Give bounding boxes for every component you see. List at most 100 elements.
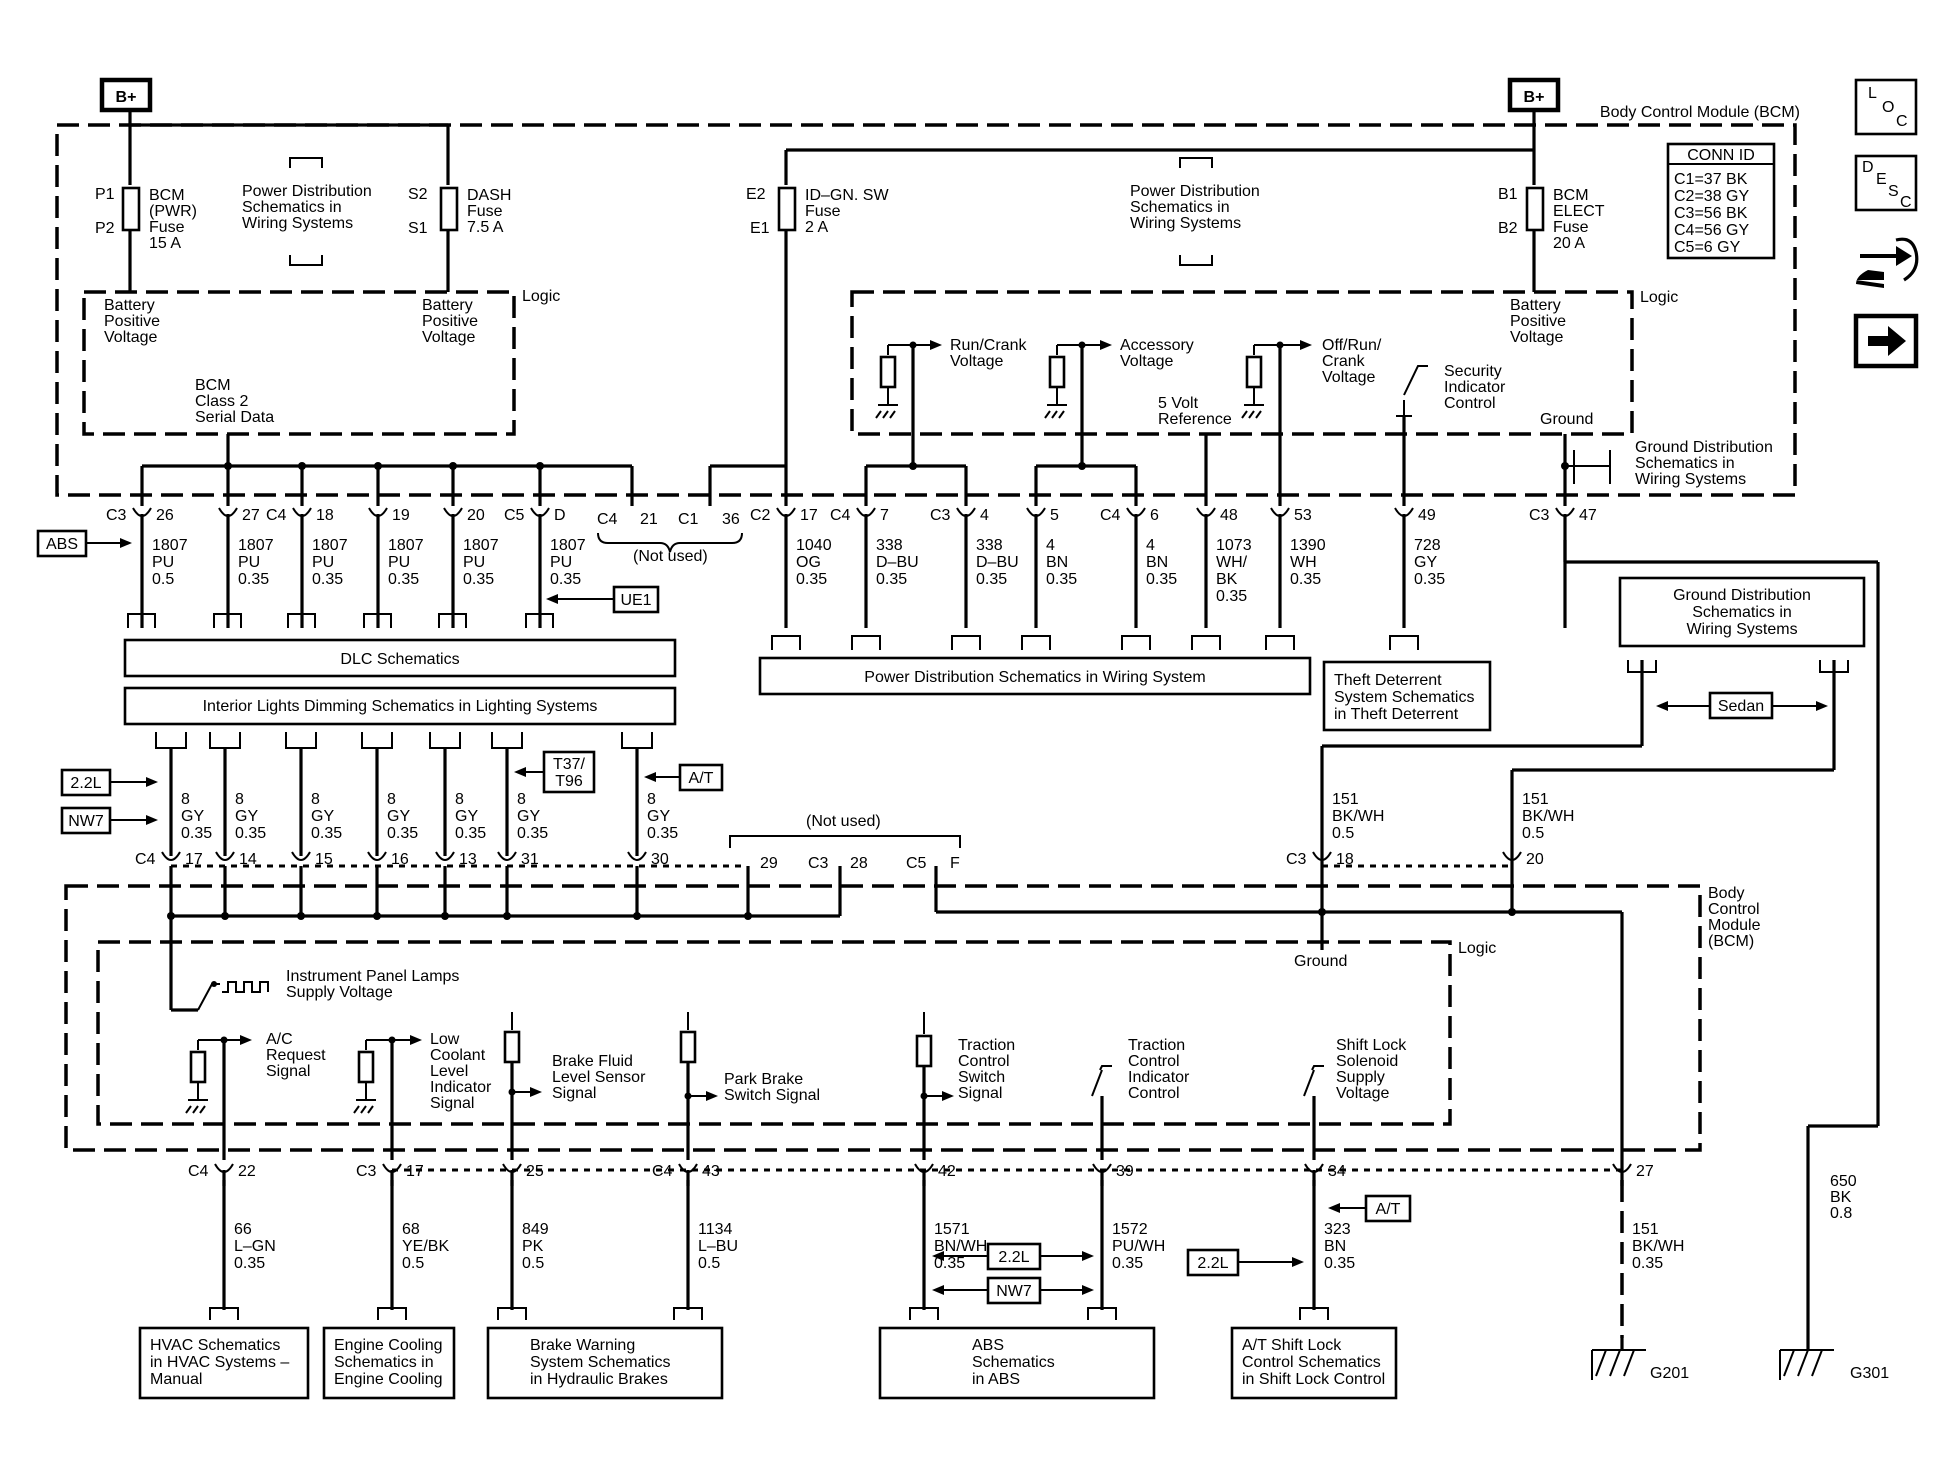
- mid-circuit-label: 151: [1522, 791, 1549, 808]
- conn-id-table: CONN ID C1=37 BK C2=38 GY C3=56 BK C4=56…: [1666, 142, 1776, 260]
- bot-pin-number: 39: [1116, 1163, 1134, 1180]
- svg-text:C: C: [1900, 194, 1912, 211]
- svg-text:in Shift Lock Control: in Shift Lock Control: [1242, 1371, 1385, 1388]
- desc-icon[interactable]: D E S C: [1854, 154, 1918, 212]
- top-pin-number: 20: [467, 507, 485, 524]
- bot-pin-number: 34: [1328, 1163, 1346, 1180]
- sedan-option: Sedan: [1656, 691, 1828, 720]
- bot-circuit-label: 151: [1632, 1221, 1659, 1238]
- top-conn-label: C2: [750, 507, 771, 524]
- ip-lamps-circuit: Instrument Panel Lamps Supply Voltage: [171, 968, 459, 1012]
- top-circuit-label: PU: [152, 554, 174, 571]
- svg-text:Indicator: Indicator: [430, 1079, 492, 1096]
- svg-text:Control: Control: [1128, 1085, 1180, 1102]
- svg-text:BCM: BCM: [1553, 187, 1589, 204]
- mid-circuit-label: BK/WH: [1522, 808, 1574, 825]
- top-circuit-label: PU: [463, 554, 485, 571]
- svg-text:Supply: Supply: [1336, 1069, 1385, 1086]
- next-arrow-icon[interactable]: [1853, 313, 1919, 369]
- svg-text:Signal: Signal: [266, 1063, 310, 1080]
- l22-option-shift: 2.2L: [1186, 1248, 1304, 1277]
- svg-text:Fuse: Fuse: [805, 203, 841, 220]
- svg-text:Theft Deterrent: Theft Deterrent: [1334, 672, 1442, 689]
- svg-text:Wiring Systems: Wiring Systems: [1635, 471, 1746, 488]
- mid-circuit-label: GY: [387, 808, 410, 825]
- svg-text:Switch Signal: Switch Signal: [724, 1087, 820, 1104]
- svg-text:Positive: Positive: [104, 313, 160, 330]
- svg-text:(BCM): (BCM): [1708, 933, 1754, 950]
- svg-text:ELECT: ELECT: [1553, 203, 1605, 220]
- bot-circuit-label: BN/WH: [934, 1238, 987, 1255]
- svg-text:in Theft Deterrent: in Theft Deterrent: [1334, 706, 1459, 723]
- svg-text:(Not used): (Not used): [633, 548, 708, 565]
- top-conn-label: C3: [106, 507, 127, 524]
- top-circuit-label: 1807: [388, 537, 424, 554]
- bot-circuit-label: 0.5: [522, 1255, 544, 1272]
- top-circuit-label: 0.35: [238, 571, 269, 588]
- top-circuit-label: BN: [1146, 554, 1168, 571]
- svg-text:E: E: [1876, 171, 1887, 188]
- run-crank-circuit: Run/Crank Voltage: [875, 337, 1027, 466]
- svg-text:Control: Control: [1708, 901, 1760, 918]
- mid-circuit-label: GY: [181, 808, 204, 825]
- bot-circuit-label: 68: [402, 1221, 420, 1238]
- svg-text:Schematics in: Schematics in: [1130, 199, 1230, 216]
- svg-text:Control: Control: [1128, 1053, 1180, 1070]
- svg-text:B+: B+: [1524, 89, 1545, 106]
- svg-text:Logic: Logic: [1458, 940, 1496, 957]
- svg-text:T37/: T37/: [553, 756, 586, 773]
- top-circuit-label: PU: [388, 554, 410, 571]
- svg-text:Wiring Systems: Wiring Systems: [1130, 215, 1241, 232]
- top-pin-number: 5: [1050, 507, 1059, 524]
- bot-circuit-label: YE/BK: [402, 1238, 449, 1255]
- svg-text:S1: S1: [408, 220, 428, 237]
- svg-text:Engine Cooling: Engine Cooling: [334, 1371, 443, 1388]
- mid-conn-label: C3: [1286, 851, 1307, 868]
- abs-ref: ABS Schematics in ABS: [878, 1307, 1156, 1400]
- top-circuit-label: PU: [312, 554, 334, 571]
- bot-circuit-label: 323: [1324, 1221, 1351, 1238]
- top-circuit-label: 0.35: [1216, 588, 1247, 605]
- svg-text:C2=38 GY: C2=38 GY: [1674, 188, 1749, 205]
- svg-text:Control: Control: [1444, 395, 1496, 412]
- bot-pin-number: 17: [406, 1163, 424, 1180]
- svg-text:S: S: [1888, 183, 1899, 200]
- svg-text:Request: Request: [266, 1047, 326, 1064]
- top-pin-number: 49: [1418, 507, 1436, 524]
- traction-switch-circuit: Traction Control Switch Signal: [915, 1012, 1015, 1160]
- svg-text:Voltage: Voltage: [104, 329, 157, 346]
- svg-text:Voltage: Voltage: [1322, 369, 1375, 386]
- gnd-dist-top: Ground Distribution Schematics in Wiring…: [1565, 439, 1773, 488]
- connector-tool-icon[interactable]: [1856, 237, 1919, 288]
- svg-text:A/T: A/T: [1376, 1201, 1401, 1218]
- bot-circuit-label: 0.35: [1632, 1255, 1663, 1272]
- mid-circuit-label: 8: [311, 791, 320, 808]
- top-circuit-label: 338: [876, 537, 903, 554]
- svg-text:Serial Data: Serial Data: [195, 409, 274, 426]
- svg-text:S2: S2: [408, 186, 428, 203]
- mid-pin-number: 16: [391, 851, 409, 868]
- svg-text:Voltage: Voltage: [950, 353, 1003, 370]
- bot-circuit-label: 1571: [934, 1221, 970, 1238]
- top-circuit-label: 1040: [796, 537, 832, 554]
- svg-text:B1: B1: [1498, 186, 1518, 203]
- mid-circuit-label: 0.35: [181, 825, 212, 842]
- shift-lock-circuit: Shift Lock Solenoid Supply Voltage: [1303, 1037, 1407, 1160]
- svg-text:2.2L: 2.2L: [70, 775, 101, 792]
- bot-circuit-label: 1134: [698, 1221, 733, 1238]
- fuse-dash: S2 S1 DASH Fuse 7.5 A: [408, 186, 511, 237]
- loc-icon[interactable]: L O C: [1854, 78, 1918, 136]
- mid-circuit-label: GY: [455, 808, 478, 825]
- svg-text:Schematics in: Schematics in: [1635, 455, 1735, 472]
- svg-text:(PWR): (PWR): [149, 203, 197, 220]
- mid-circuit-label: 0.35: [235, 825, 266, 842]
